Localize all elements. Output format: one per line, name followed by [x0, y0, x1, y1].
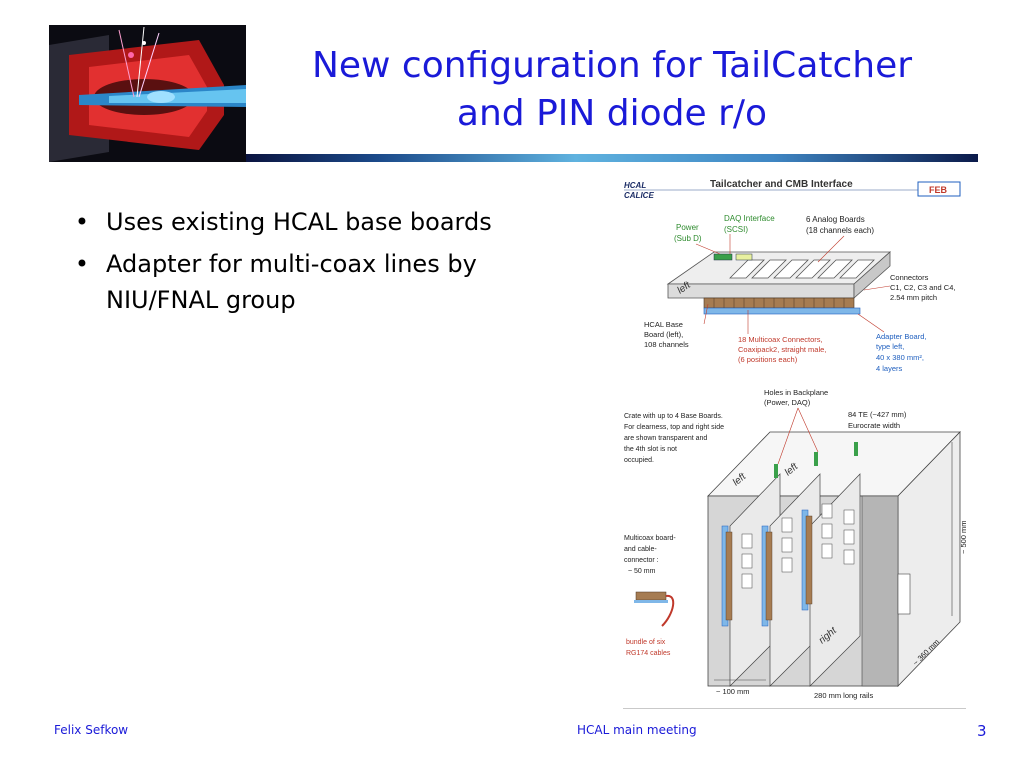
fig-analog-l1: 6 Analog Boards	[806, 215, 865, 224]
fig-header-title: Tailcatcher and CMB Interface	[710, 179, 853, 190]
fig-base-board-l2: Board (left),	[644, 330, 683, 339]
fig-dim-500: ~ 500 mm	[959, 520, 968, 554]
fig-holes-l1: Holes in Backplane	[764, 388, 828, 397]
footer-author: Felix Sefkow	[54, 723, 129, 737]
slide-title-line1: New configuration for TailCatcher	[311, 45, 913, 86]
fig-bundle-l2: RG174 cables	[626, 650, 671, 657]
fig-header-hcal: HCAL	[624, 181, 646, 190]
fig-analog-l2: (18 channels each)	[806, 226, 874, 235]
bullet-item: • Adapter for multi-coax lines by NIU/FN…	[72, 246, 572, 318]
fig-mcb-l4: ~ 50 mm	[628, 568, 656, 575]
bullet-item: • Uses existing HCAL base boards	[72, 204, 572, 240]
fig-header-feb: FEB	[929, 185, 948, 195]
fig-crate-l1: Crate with up to 4 Base Boards.	[624, 413, 723, 420]
fig-mcb-l1: Multicoax board-	[624, 535, 676, 542]
fig-adapter-l3: 40 x 380 mm²,	[876, 353, 924, 362]
fig-multicoax-l1: 18 Multicoax Connectors,	[738, 335, 823, 344]
fig-multicoax-l2: Coaxipack2, straight male,	[738, 345, 826, 354]
fig-dim-100: ~ 100 mm	[716, 687, 750, 696]
fig-daq-interface-l1: DAQ Interface	[724, 214, 775, 223]
fig-crate-l2: For clearness, top and right side	[624, 424, 724, 431]
fig-crate-l3: are shown transparent and	[624, 435, 707, 442]
tailcatcher-interface-diagram: HCAL CALICE Tailcatcher and CMB Interfac…	[618, 174, 974, 710]
bullet-list: • Uses existing HCAL base boards • Adapt…	[72, 204, 572, 324]
fig-bundle-l1: bundle of six	[626, 639, 666, 646]
bullet-dot-icon: •	[74, 208, 90, 236]
fig-multicoax-connector	[635, 591, 667, 601]
fig-dim-280: 280 mm long rails	[814, 691, 873, 700]
fig-holes-l2: (Power, DAQ)	[764, 398, 811, 407]
bullet-dot-icon: •	[74, 250, 90, 278]
bullet-text: Uses existing HCAL base boards	[106, 208, 492, 236]
fig-power-l1: Power	[676, 223, 699, 232]
fig-base-board-l3: 108 channels	[644, 340, 689, 349]
slide-title-line2: and PIN diode r/o	[456, 93, 768, 134]
footer-page-number: 3	[977, 722, 987, 740]
fig-connectors-l1: Connectors	[890, 273, 929, 282]
fig-power-l2: (Sub D)	[674, 234, 702, 243]
fig-te-l1: 84 TE (~427 mm)	[848, 410, 907, 419]
fig-header-calice: CALICE	[624, 191, 654, 200]
fig-connectors-l3: 2.54 mm pitch	[890, 293, 937, 302]
title-underline-bar	[246, 154, 978, 162]
fig-crate-l5: occupied.	[624, 457, 654, 464]
footer-meeting: HCAL main meeting	[577, 723, 697, 737]
fig-adapter-l2: type left,	[876, 342, 904, 351]
figure-divider	[623, 708, 966, 709]
fig-multicoax-l3: (6 positions each)	[738, 355, 798, 364]
fig-connectors-l2: C1, C2, C3 and C4,	[890, 283, 955, 292]
fig-mcb-l3: connector :	[624, 557, 659, 564]
fig-base-board-l1: HCAL Base	[644, 320, 683, 329]
fig-adapter-l4: 4 layers	[876, 364, 903, 373]
fig-mcb-l2: and cable-	[624, 546, 657, 553]
fig-te-l2: Eurocrate width	[848, 421, 900, 430]
detector-logo-image	[49, 25, 246, 162]
fig-daq-interface-l2: (SCSI)	[724, 225, 748, 234]
slide-title: New configuration for TailCatcher and PI…	[252, 42, 972, 138]
bullet-text: Adapter for multi-coax lines by NIU/FNAL…	[106, 250, 477, 314]
fig-feb-badge	[917, 181, 961, 197]
fig-crate-l4: the 4th slot is not	[624, 446, 677, 453]
fig-adapter-l1: Adapter Board,	[876, 332, 926, 341]
